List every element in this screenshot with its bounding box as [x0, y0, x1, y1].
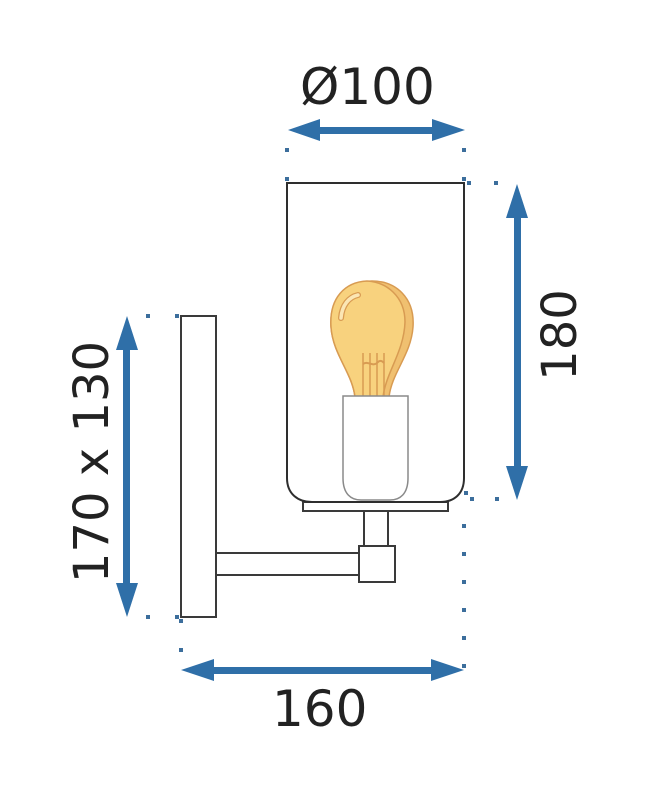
arrow-height: [506, 184, 528, 500]
dimension-arrows: [116, 119, 528, 681]
stem: [363, 509, 389, 547]
shade-diameter-label: Ø100: [300, 58, 435, 116]
shade-base-plate: [302, 501, 449, 512]
glass-shade: [286, 182, 465, 503]
projection-label: 160: [272, 680, 368, 738]
extension-dots: [146, 148, 499, 668]
shade-height-label: 180: [532, 289, 588, 381]
bulb-icon: [330, 280, 414, 398]
lamp-holder: [342, 395, 409, 501]
arm: [215, 552, 360, 576]
wall-plate: [180, 315, 217, 618]
wall-plate-label: 170 x 130: [64, 340, 120, 584]
elbow-joint: [358, 545, 396, 583]
arrow-wall-plate: [116, 316, 138, 617]
arrow-diameter: [288, 119, 465, 141]
arrow-projection: [181, 659, 464, 681]
